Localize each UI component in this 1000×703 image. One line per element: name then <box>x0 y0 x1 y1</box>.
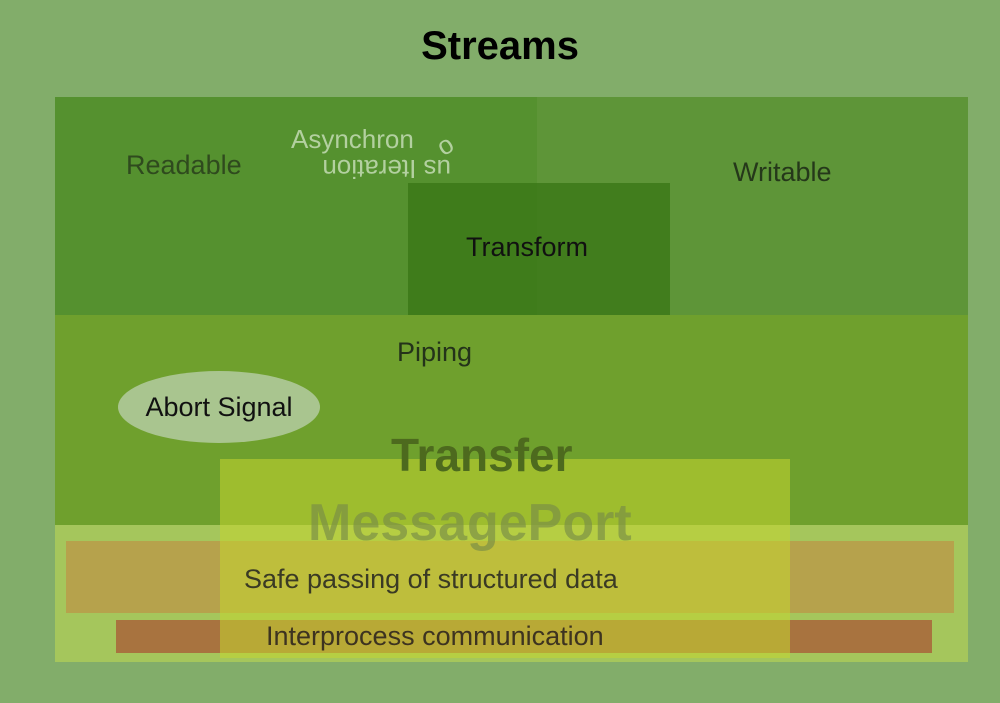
abort-signal-label: Abort Signal <box>145 392 293 422</box>
async-iteration-label: Asynchron o us Iteration <box>291 124 466 188</box>
readable-label: Readable <box>126 150 242 180</box>
transfer-label: Transfer <box>391 429 573 481</box>
messageport-label: MessagePort <box>308 494 632 552</box>
transform-region <box>408 183 670 315</box>
messageport-region <box>220 459 790 658</box>
interprocess-label: Interprocess communication <box>266 621 604 651</box>
diagram-title: Streams <box>421 24 579 68</box>
transform-label: Transform <box>466 232 589 262</box>
async-iteration-line1: Asynchron <box>291 124 414 154</box>
writable-label: Writable <box>733 157 832 187</box>
async-iteration-line2: us Iteration <box>322 154 451 184</box>
piping-label: Piping <box>397 337 473 367</box>
abort-signal-ellipse <box>118 371 320 443</box>
structured-data-label: Safe passing of structured data <box>244 564 618 594</box>
